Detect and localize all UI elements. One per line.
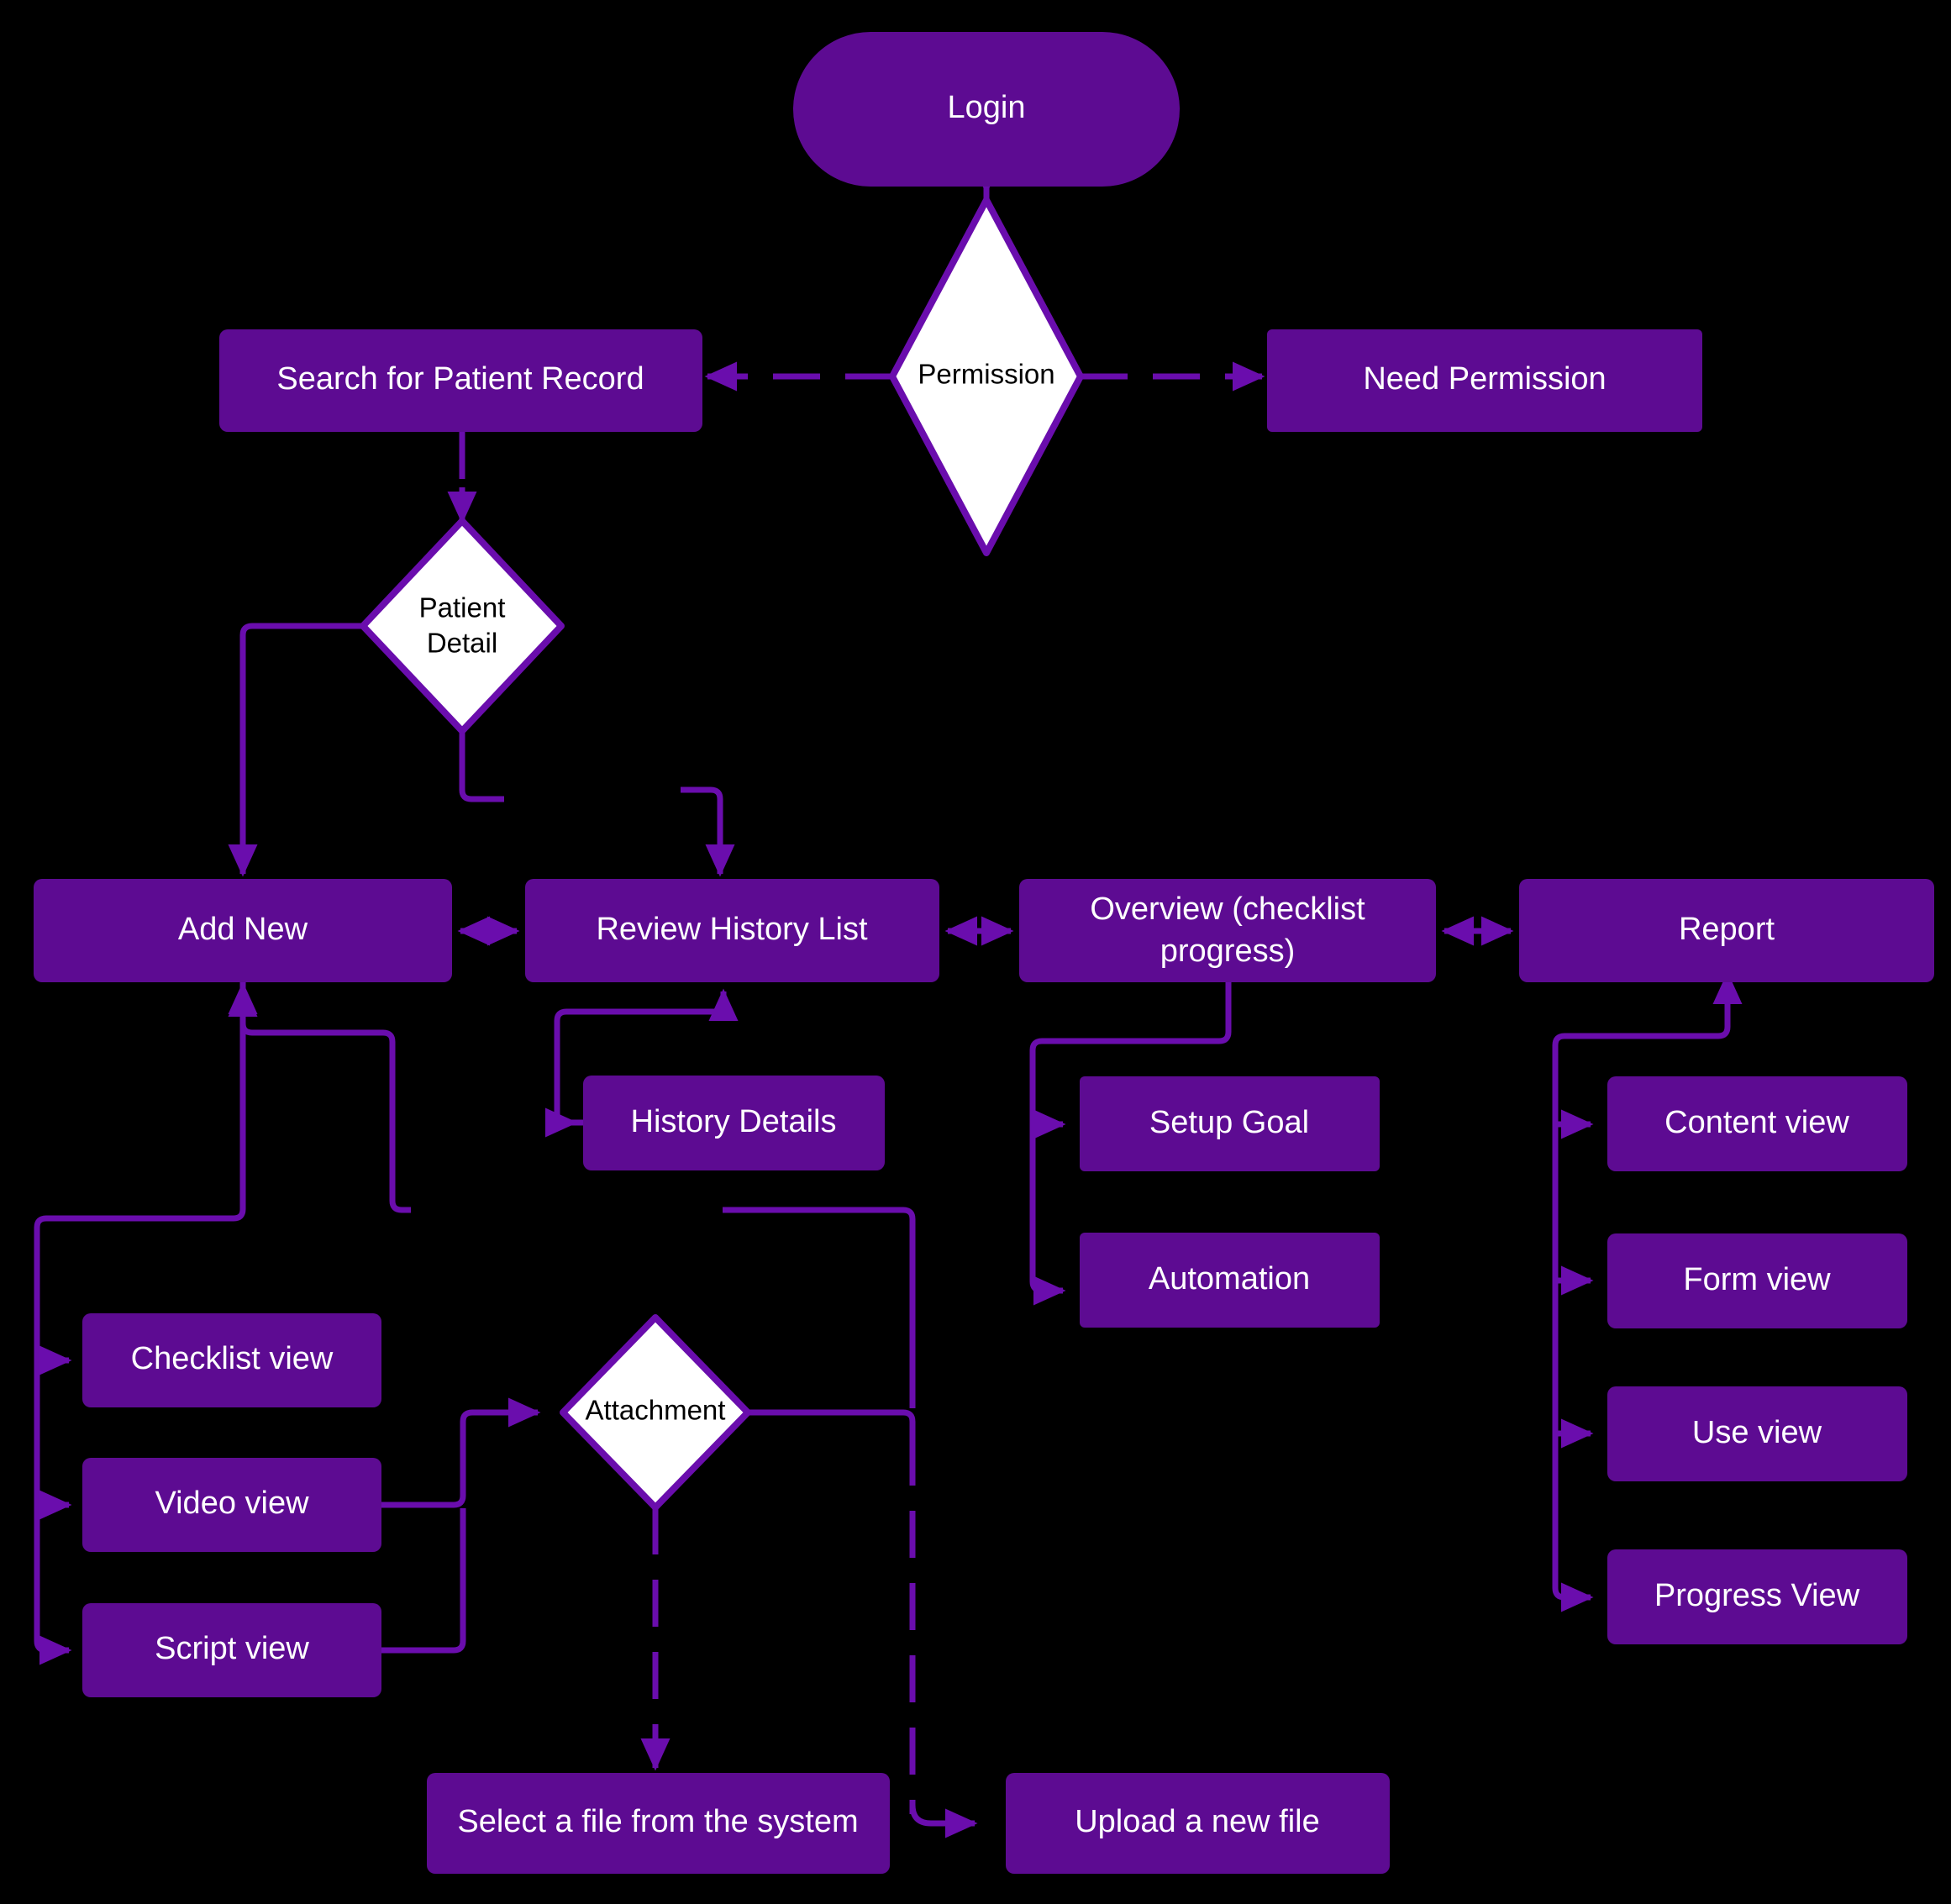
node-checklist-view[interactable]: Checklist view [82, 1313, 381, 1407]
edge-script-view-to-attachment [381, 1508, 466, 1654]
edge-patient-detail-to-review-elbow2 [681, 786, 723, 840]
node-search-for-patient-record[interactable]: Search for Patient Record [219, 329, 702, 432]
node-login-label: Login [948, 90, 1026, 125]
node-form-view[interactable]: Form view [1607, 1233, 1907, 1328]
node-report[interactable]: Report [1519, 879, 1934, 982]
node-login[interactable]: Login [793, 32, 1180, 187]
node-setup-goal[interactable]: Setup Goal [1080, 1076, 1380, 1171]
node-permission-label: Permission [918, 359, 1054, 390]
edge-attachment-return-to-add-new [228, 984, 411, 1213]
node-add-new-label: Add New [178, 912, 308, 947]
node-select-file-from-system-label: Select a file from the system [457, 1804, 858, 1839]
node-attachment[interactable]: Attachment [560, 1314, 751, 1511]
node-upload-new-file-label: Upload a new file [1075, 1804, 1320, 1839]
node-checklist-view-label: Checklist view [131, 1341, 334, 1376]
node-patient-detail-label-line2: Detail [427, 628, 497, 659]
node-review-history-list[interactable]: Review History List [525, 879, 939, 982]
node-automation[interactable]: Automation [1080, 1233, 1380, 1328]
edge-attachment-to-upload-tail [909, 1804, 978, 1838]
edge-patient-detail-to-add-new-elbow [239, 623, 363, 840]
node-search-for-patient-record-label: Search for Patient Record [276, 361, 644, 397]
edge-overview-to-branch-trunk [1029, 982, 1232, 1306]
node-layer: Login Permission Search for Patient Reco… [34, 32, 1934, 1874]
node-progress-view-label: Progress View [1654, 1578, 1860, 1613]
edge-attachment-to-upload-elbow [748, 1409, 916, 1439]
node-overview-checklist-progress[interactable]: Overview (checklist progress) [1019, 879, 1436, 982]
edge-video-view-to-attachment [381, 1397, 541, 1508]
node-report-label: Report [1679, 912, 1775, 947]
node-overview-label-line1: Overview (checklist [1090, 892, 1365, 927]
node-use-view-label: Use view [1692, 1415, 1822, 1450]
node-overview-label-line2: progress) [1160, 934, 1296, 969]
node-select-file-from-system[interactable]: Select a file from the system [427, 1773, 890, 1874]
node-add-new[interactable]: Add New [34, 879, 452, 982]
node-content-view-label: Content view [1664, 1105, 1849, 1140]
node-content-view[interactable]: Content view [1607, 1076, 1907, 1171]
edge-report-to-branch-trunk [1552, 982, 1731, 1612]
edge-right-loop-top [723, 1207, 916, 1408]
node-history-details[interactable]: History Details [583, 1076, 885, 1170]
node-video-view[interactable]: Video view [82, 1458, 381, 1552]
node-script-view-label: Script view [155, 1631, 309, 1666]
node-history-details-label: History Details [631, 1104, 837, 1139]
node-progress-view[interactable]: Progress View [1607, 1549, 1907, 1644]
node-patient-detail-label-line1: Patient [419, 592, 506, 623]
node-form-view-label: Form view [1683, 1262, 1831, 1297]
edge-add-new-to-left-trunk [34, 982, 246, 1665]
node-video-view-label: Video view [155, 1486, 309, 1521]
edge-review-history-details-down [545, 1050, 578, 1138]
node-automation-label: Automation [1149, 1261, 1310, 1297]
node-upload-new-file[interactable]: Upload a new file [1006, 1773, 1390, 1874]
connector-layer [34, 162, 1743, 1838]
node-attachment-label: Attachment [586, 1395, 726, 1426]
node-setup-goal-label: Setup Goal [1149, 1105, 1309, 1140]
node-need-permission-label: Need Permission [1363, 361, 1606, 397]
node-permission[interactable]: Permission [889, 197, 1084, 556]
edge-patient-detail-to-review-elbow [459, 731, 504, 802]
node-script-view[interactable]: Script view [82, 1603, 381, 1697]
node-patient-detail[interactable]: Patient Detail [360, 518, 565, 734]
node-review-history-list-label: Review History List [596, 912, 868, 947]
node-use-view[interactable]: Use view [1607, 1386, 1907, 1481]
node-need-permission[interactable]: Need Permission [1267, 329, 1702, 432]
